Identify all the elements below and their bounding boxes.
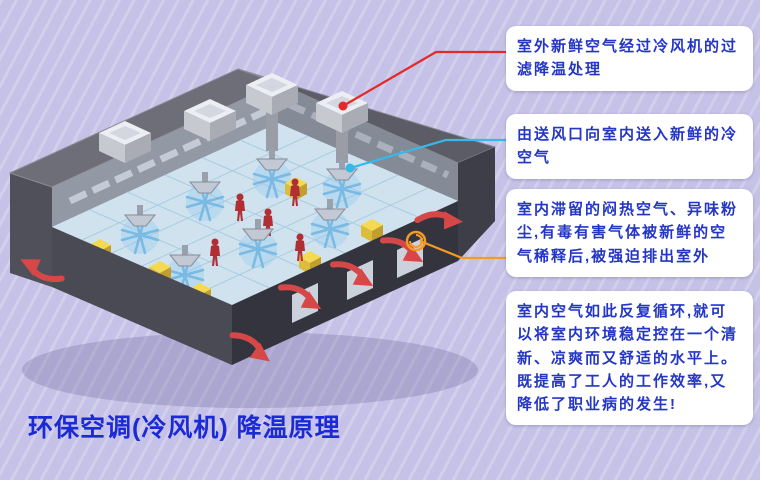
- callout-filtered-air: 室外新鲜空气经过冷风机的过滤降温处理: [506, 26, 753, 91]
- front-left-wall: [52, 227, 232, 365]
- left-end-wall: [10, 173, 52, 287]
- callout-supply-air-text: 由送风口向室内送入新鲜的冷空气: [517, 126, 739, 167]
- supply-duct: [336, 127, 348, 163]
- building-shadow: [22, 332, 478, 408]
- callout-circulation: 室内空气如此反复循环,就可以将室内环境稳定控在一个清新、凉爽而又舒适的水平上。既…: [506, 291, 753, 426]
- cooling-principle-illustration: [8, 68, 497, 408]
- callout-exhaust-air-text: 室内滞留的闷热空气、异味粉尘,有毒有害气体被新鲜的空气稀释后,被强迫排出室外: [517, 201, 739, 265]
- callout-filtered-air-text: 室外新鲜空气经过冷风机的过滤降温处理: [517, 38, 739, 79]
- callout-exhaust-air: 室内滞留的闷热空气、异味粉尘,有毒有害气体被新鲜的空气稀释后,被强迫排出室外: [506, 189, 753, 277]
- callout-supply-air: 由送风口向室内送入新鲜的冷空气: [506, 114, 753, 179]
- supply-duct: [266, 109, 278, 151]
- factory-building: [8, 68, 497, 366]
- callout-circulation-text: 室内空气如此反复循环,就可以将室内环境稳定控在一个清新、凉爽而又舒适的水平上。既…: [517, 303, 739, 413]
- page-title: 环保空调(冷风机) 降温原理: [28, 414, 341, 442]
- right-end-wall: [458, 147, 495, 261]
